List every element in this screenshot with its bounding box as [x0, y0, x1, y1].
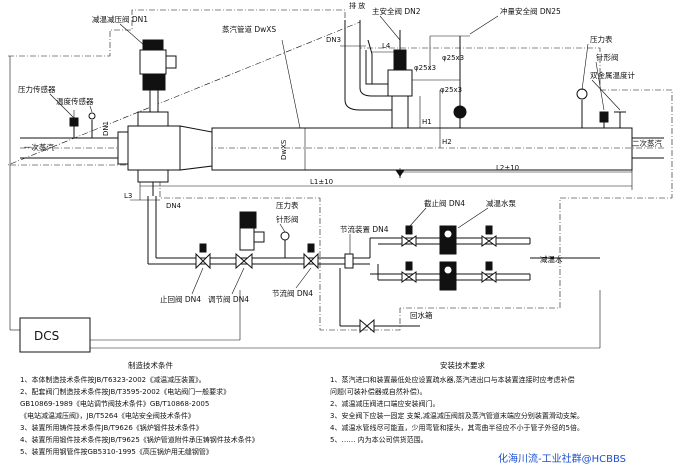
dcs-controller	[19, 317, 91, 353]
water-throttle-device	[344, 253, 354, 269]
label-primary-steam: 一次蒸汽	[24, 142, 54, 152]
label-stop-check-valve: 止回阀 DN4	[160, 294, 201, 304]
notes-left-line: 3、装置所用铸件技术条件JB/T9626《锅炉锻件技术条件》	[20, 423, 203, 432]
label-temp-sensor: 温度传感器	[56, 96, 94, 106]
shutoff-valve-upper-left	[401, 225, 417, 247]
label-dn3: DN3	[326, 36, 341, 44]
label-shutoff-valve: 截止阀 DN4	[424, 198, 465, 208]
bimetal-thermometer	[614, 111, 626, 128]
label-rush-safety-valve: 冲量安全阀 DN25	[500, 6, 561, 16]
temperature-sensor	[88, 112, 96, 138]
exhaust-pipe	[344, 20, 392, 111]
notes-left-line: GB10869-1989《电站调节阀技术条件》GB/T10868-2005	[20, 399, 209, 408]
label-pressure-gauge-top: 压力表	[590, 34, 613, 44]
label-throttle-device: 节流装置 DN4	[340, 224, 389, 234]
label-desup-water: 减温水	[540, 254, 563, 264]
water-throttle-valve	[303, 243, 319, 270]
label-spec-b: φ25x3	[414, 64, 436, 72]
right-needle-valve	[599, 111, 609, 128]
shutoff-valve-lower-left	[401, 261, 417, 283]
label-dn1-vert: DN1	[102, 121, 110, 136]
pressure-sensor	[69, 110, 79, 138]
label-h2: H2	[442, 138, 452, 146]
manufacturing-notes: 制造技术条件 1、本体制造技术条件按JB/T6323-2002《减温减压装置》。…	[20, 360, 259, 456]
label-dwxs-vert: DwXS	[280, 139, 288, 160]
installation-notes: 安装技术要求 1、蒸汽进口和装置最低处应设置疏水器,蒸汽进出口与本装置连接时应考…	[330, 360, 584, 444]
notes-left-line: 《电站减温减压阀》，JB/T5264《电站安全阀技术条件》	[20, 411, 195, 420]
notes-right-line: 问题(可装补偿器或自然补偿)。	[330, 387, 426, 396]
label-pressure-gauge-mid: 压力表	[276, 200, 299, 210]
mid-pressure-gauge	[280, 231, 290, 258]
signal-lines	[9, 56, 601, 349]
electric-actuator	[139, 39, 177, 113]
return-water-line	[339, 268, 420, 334]
water-stop-check-valve	[195, 243, 211, 270]
label-bimetal-thermo: 双金属温度计	[590, 70, 635, 80]
label-main-safety-valve: 主安全阀 DN2	[372, 6, 421, 16]
label-exhaust: 排 放	[349, 1, 365, 10]
label-h1: H1	[422, 118, 432, 126]
label-steam-pipe: 蒸汽管道 DwXS	[222, 24, 276, 34]
shutoff-valve-lower-right	[481, 261, 497, 283]
label-throttle-valve: 节流阀 DN4	[272, 288, 313, 298]
notes-left-line: 5、装置所用钢管件按GB5310-1995《高压锅炉用无缝钢管》	[20, 447, 213, 456]
label-l2: L2±10	[496, 164, 519, 172]
label-regulating-valve: 调节阀 DN4	[208, 295, 249, 304]
notes-right-line: 4、减温水管线尽可能直，少用弯管和接头，其弯曲半径应不小于管子外径的5倍。	[330, 423, 584, 432]
dimension-lines	[130, 39, 633, 201]
main-steam-pipe	[20, 127, 664, 171]
label-spec-a: φ25x3	[442, 54, 464, 62]
notes-left-title: 制造技术条件	[128, 360, 173, 370]
notes-left-line: 1、本体制造技术条件按JB/T6323-2002《减温减压装置》。	[20, 375, 206, 384]
desuperheating-pump-lower	[439, 261, 457, 291]
main-safety-valve	[365, 30, 413, 129]
water-pipeline	[147, 196, 600, 281]
label-l3: L3	[124, 192, 132, 200]
label-pressure-sensor: 压力传感器	[18, 84, 56, 94]
notes-right-line: 1、蒸汽进口和装置最低处应设置疏水器,蒸汽进出口与本装置连接时应考虑补偿	[330, 375, 575, 384]
label-dn1-valve: 减温减压阀 DN1	[92, 14, 148, 24]
notes-right-line: 3、安全阀下应装一固定 支架,减温减压阀前及蒸汽管道末端应分别装置滑动支架。	[330, 411, 584, 420]
label-desup-pump: 减温水泵	[486, 198, 516, 208]
pressure-reducing-valve-body	[117, 111, 213, 196]
label-l1: L1±10	[310, 178, 333, 186]
label-secondary-steam: 二次蒸汽	[632, 138, 662, 148]
label-needle-valve-mid: 针形阀	[276, 214, 299, 224]
notes-left-line: 2、配套阀门制造技术条件按JB/T3595-2002《电站阀门一般要求》	[20, 387, 230, 396]
watermark: 化海川流-工业社群@HCBBS	[498, 452, 626, 465]
desuperheating-pump-upper	[439, 225, 457, 255]
rush-safety-valve	[412, 35, 470, 128]
notes-left-line: 4、装置所用锻件技术条件按JB/T9625《锅炉管道附件承压铸钢件技术条件》	[20, 435, 259, 444]
water-regulating-valve	[235, 211, 265, 270]
label-dn4-left: DN4	[166, 202, 182, 210]
notes-right-title: 安装技术要求	[440, 360, 485, 370]
notes-right-line: 5、…… 内为本公司供货范围。	[330, 435, 428, 444]
notes-right-line: 2、减温减压阀进口端应安装阀门。	[330, 399, 439, 408]
label-dcs: DCS	[34, 329, 59, 343]
right-pressure-gauge	[576, 88, 588, 128]
label-needle-valve-top: 针形阀	[596, 52, 619, 62]
shutoff-valve-upper-right	[481, 225, 497, 247]
label-spec-c: φ25x3	[440, 86, 462, 94]
label-l4: L4	[382, 42, 391, 50]
label-return-tank: 回水箱	[410, 310, 433, 320]
